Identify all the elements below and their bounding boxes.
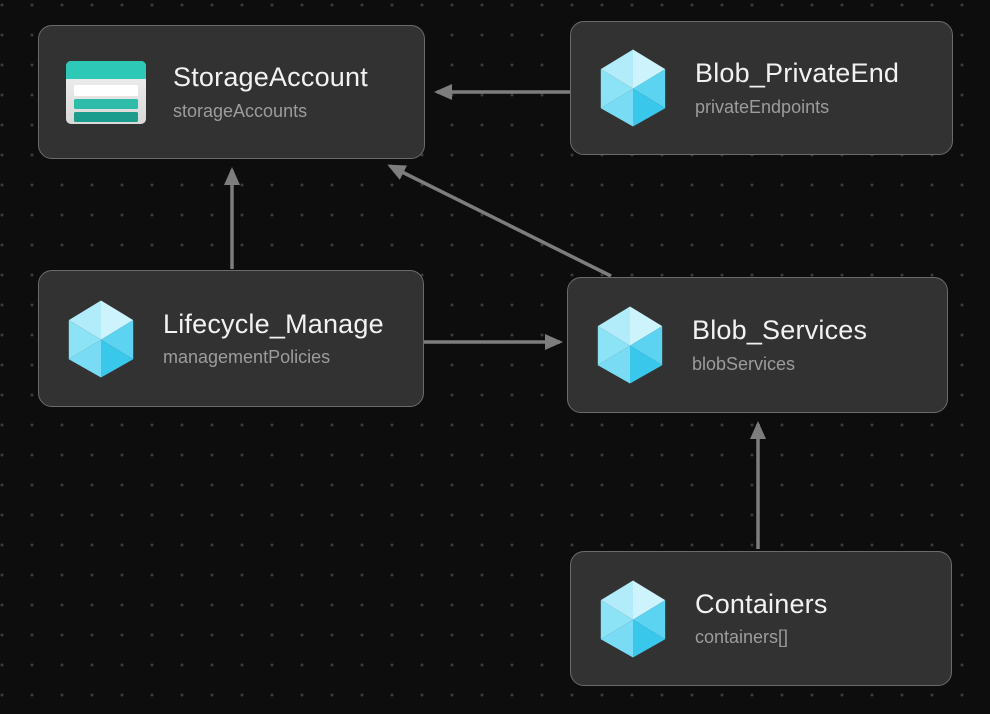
resource-cube-icon <box>598 579 668 659</box>
resource-cube-icon <box>598 48 668 128</box>
node-containers[interactable]: Containers containers[] <box>570 551 952 686</box>
resource-cube-icon <box>66 299 136 379</box>
node-lifecycle-manage[interactable]: Lifecycle_Manage managementPolicies <box>38 270 424 407</box>
node-title: Blob_Services <box>692 315 868 346</box>
node-title: Containers <box>695 588 828 619</box>
resource-cube-icon <box>595 305 665 385</box>
edge-blob-services-to-storage-account <box>387 164 612 278</box>
node-subtitle: containers[] <box>695 627 789 648</box>
node-blob-services[interactable]: Blob_Services blobServices <box>567 277 948 413</box>
node-subtitle: storageAccounts <box>173 100 308 121</box>
node-title: StorageAccount <box>173 62 368 93</box>
node-subtitle: privateEndpoints <box>695 96 830 117</box>
node-subtitle: blobServices <box>692 353 796 374</box>
node-blob-private-end[interactable]: Blob_PrivateEnd privateEndpoints <box>570 21 953 155</box>
node-subtitle: managementPolicies <box>163 347 331 368</box>
node-title: Blob_PrivateEnd <box>695 58 900 89</box>
storage-account-icon <box>66 60 146 124</box>
node-title: Lifecycle_Manage <box>163 308 384 339</box>
node-storage-account[interactable]: StorageAccount storageAccounts <box>38 25 425 159</box>
